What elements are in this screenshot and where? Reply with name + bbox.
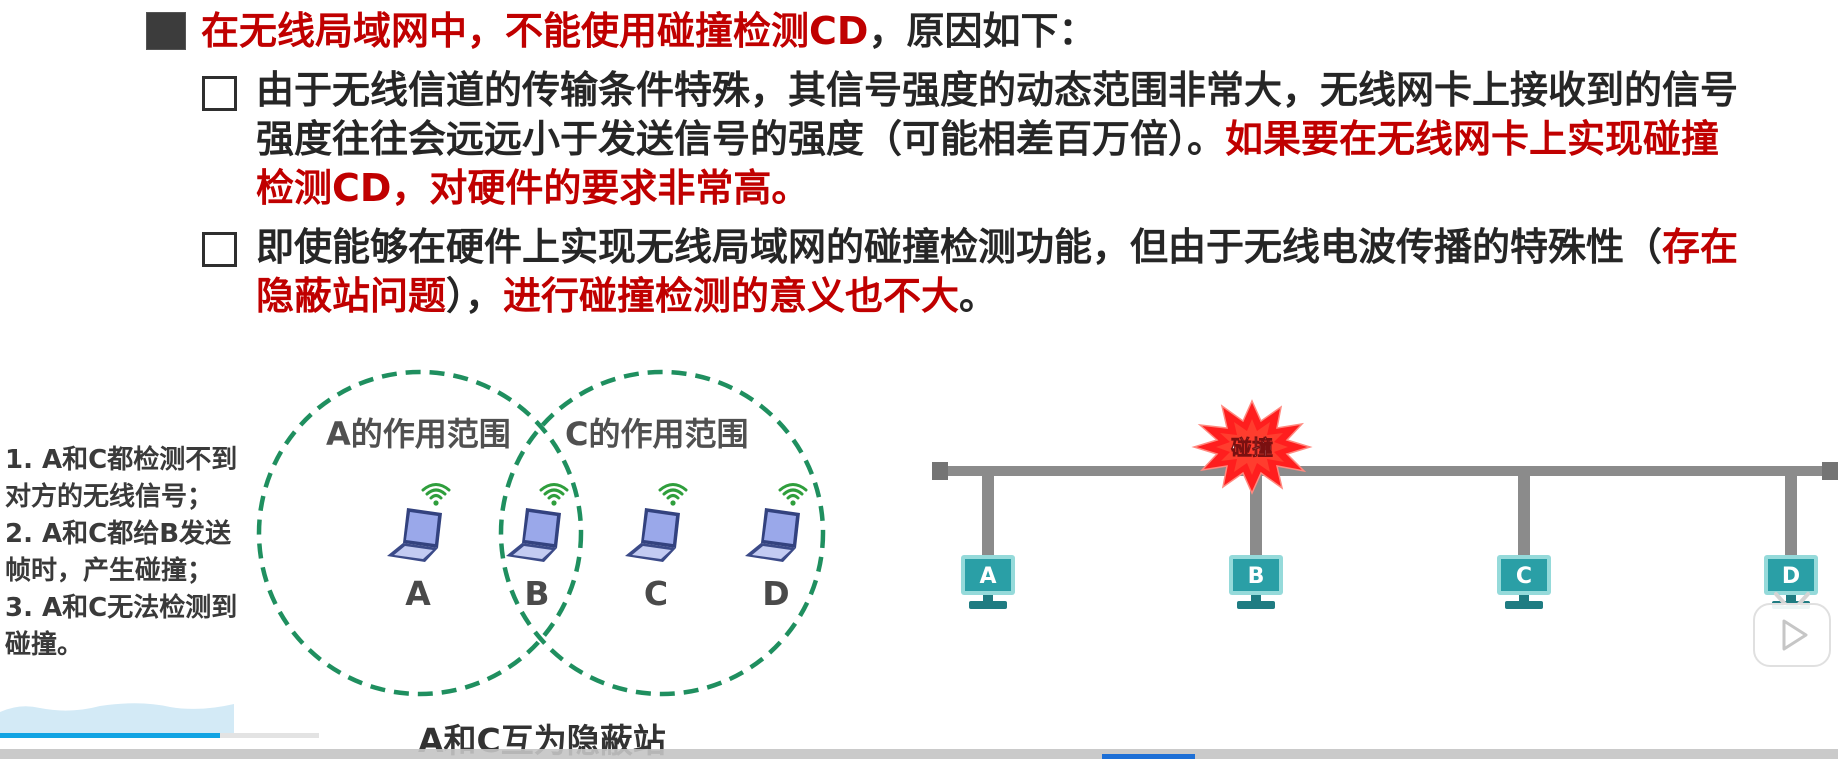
bus-station-label-c: C: [1516, 564, 1532, 589]
bullet-1-line-1-text: 由于无线信道的传输条件特殊，其信号强度的动态范围非常大，无线网卡上接收到的信号: [256, 68, 1739, 112]
laptop-icon: [387, 508, 442, 562]
bullet-2-line-2-black-a: ），: [446, 274, 504, 318]
heading-bullet-icon: [146, 12, 186, 50]
laptop-icon: [745, 508, 800, 562]
play-button-body: [1753, 603, 1831, 667]
wireless-diagram: [256, 369, 826, 697]
bus-end-cap-left: [932, 462, 948, 480]
note-line: 碰撞。: [5, 630, 84, 660]
laptop-icon: [506, 508, 561, 562]
play-button-antenna-left: [1774, 592, 1787, 606]
range-label-a: A的作用范围: [326, 415, 511, 453]
wireless-station-label-a: A: [405, 574, 431, 613]
play-button[interactable]: [1752, 590, 1832, 670]
heading-red-text: 在无线局域网中，不能使用碰撞检测CD: [201, 9, 869, 53]
note-line: 3. A和C无法检测到: [5, 593, 238, 623]
wifi-icon: [658, 483, 688, 506]
range-circle-a: [256, 369, 584, 697]
wifi-icon: [778, 483, 808, 506]
heading-black-text: ，原因如下：: [868, 9, 1097, 53]
bullet-2-line-2-red-b: 进行碰撞检测的意义也不大: [503, 274, 960, 318]
note-line: 对方的无线信号；: [5, 482, 214, 512]
bullet-1-line-1: 由于无线信道的传输条件特殊，其信号强度的动态范围非常大，无线网卡上接收到的信号: [256, 66, 1738, 115]
player-bottom-bar: [0, 749, 1838, 759]
progress-fill: [0, 733, 221, 738]
bullet-2-line-1: 即使能够在硬件上实现无线局域网的碰撞检测功能，但由于无线电波传播的特殊性（存在: [256, 223, 1738, 272]
bullet-2-line-2: 隐蔽站问题），进行碰撞检测的意义也不大。: [256, 272, 997, 321]
bullet-2-square-icon: [202, 232, 237, 267]
wireless-station-label-d: D: [762, 574, 790, 613]
bus-diagram: A B C D 碰撞: [932, 399, 1838, 609]
range-label-c: C的作用范围: [565, 415, 749, 453]
bus-drop-d: [1785, 471, 1797, 557]
play-button-graphic: [1753, 592, 1831, 667]
note-line: 帧时，产生碰撞；: [5, 556, 214, 586]
progress-bar[interactable]: [0, 733, 319, 738]
bus-drop-c: [1518, 471, 1530, 557]
note-line: 1. A和C都检测不到: [5, 445, 238, 475]
bus-line: [940, 466, 1830, 476]
wifi-icon: [539, 483, 569, 506]
monitor-icon: A: [961, 555, 1015, 609]
wireless-station-label-c: C: [643, 574, 669, 613]
bullet-2-line-1-black: 即使能够在硬件上实现无线局域网的碰撞检测功能，但由于无线电波传播的特殊性（: [256, 225, 1663, 269]
explosion-icon: 碰撞: [1191, 399, 1313, 495]
bus-station-label-b: B: [1248, 564, 1265, 589]
bullet-1-line-3-red: 检测CD，对硬件的要求非常高。: [256, 166, 810, 210]
bus-drop-a: [982, 471, 994, 557]
wifi-icon: [421, 483, 451, 506]
monitor-icon: C: [1497, 555, 1551, 609]
collision-label: 碰撞: [1231, 436, 1273, 460]
play-button-antenna-right: [1797, 592, 1810, 606]
bullet-2-line-2-red-a: 隐蔽站问题: [256, 274, 447, 318]
monitor-icon: B: [1229, 555, 1283, 609]
bus-end-cap-right: [1822, 462, 1838, 480]
range-circle-c: [498, 369, 826, 697]
bullet-1-square-icon: [202, 76, 237, 111]
play-icon: [1782, 619, 1808, 651]
monitor-icon: D: [1764, 555, 1818, 609]
player-bottom-bar-segment: [1102, 754, 1195, 759]
bus-station-label-a: A: [979, 564, 996, 589]
slide-heading: 在无线局域网中，不能使用碰撞检测CD，原因如下：: [201, 7, 1096, 56]
bullet-1-line-2-black: 强度往往会远远小于发送信号的强度（可能相差百万倍）。: [256, 117, 1226, 161]
bullet-2-line-2-black-b: 。: [959, 274, 998, 318]
note-line: 2. A和C都给B发送: [5, 519, 232, 549]
bullet-1-line-2-red: 如果要在无线网卡上实现碰撞: [1225, 117, 1720, 161]
bullet-1-line-2: 强度往往会远远小于发送信号的强度（可能相差百万倍）。如果要在无线网卡上实现碰撞: [256, 115, 1719, 164]
bullet-2-line-1-red: 存在: [1662, 225, 1739, 269]
decorative-wave: [0, 703, 234, 735]
bullet-1-line-3: 检测CD，对硬件的要求非常高。: [256, 164, 809, 213]
laptop-icon: [625, 508, 680, 562]
wireless-station-label-b: B: [524, 574, 550, 613]
bus-station-label-d: D: [1782, 564, 1800, 589]
